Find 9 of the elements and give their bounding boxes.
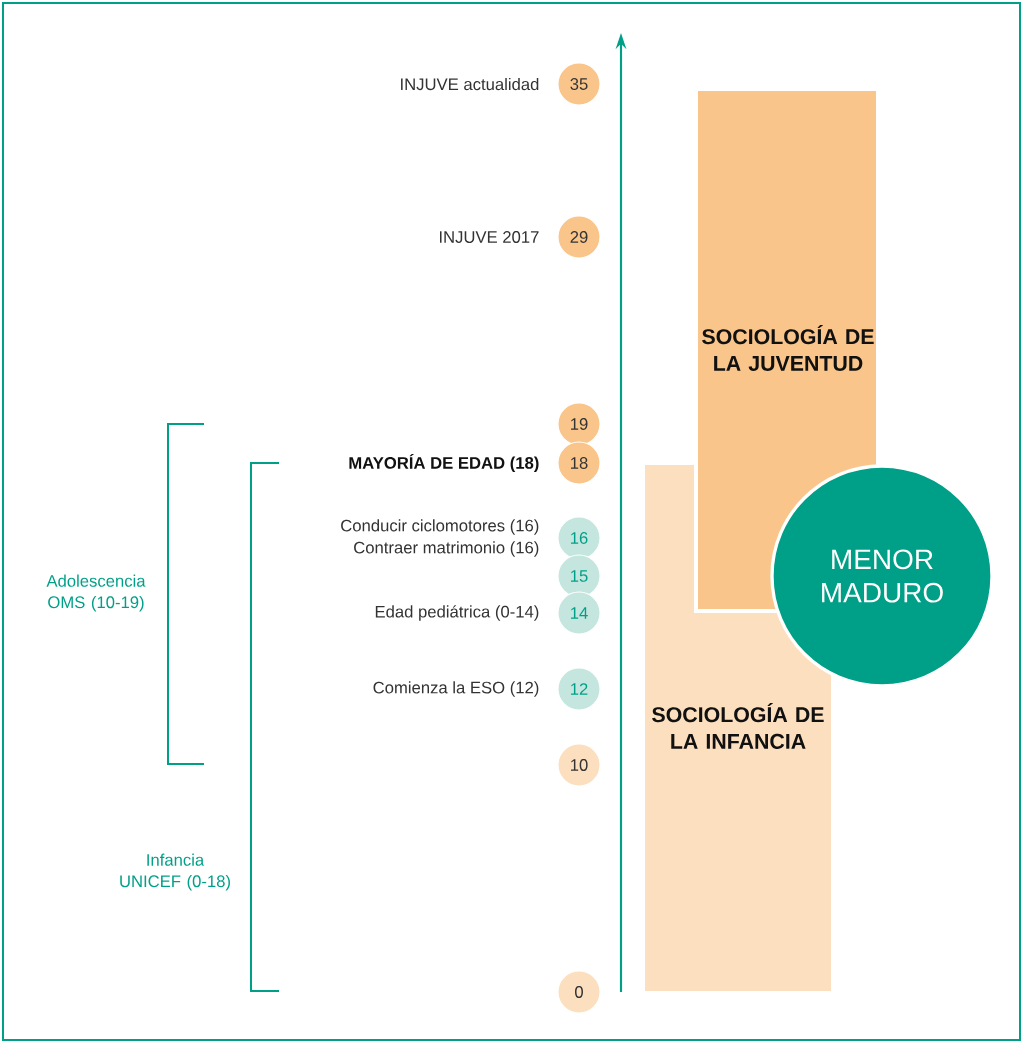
bracket-label: Adolescencia OMS (10-19) [46,574,146,612]
age-label: Edad pediátrica (0-14) [375,605,539,621]
age-label: INJUVE 2017 [439,231,539,243]
age-label: MAYORÍA DE EDAD (18) [349,453,539,473]
age-label: Conducir ciclomotores (16) [341,519,539,535]
age-label: Comienza la ESO (12) [373,681,539,697]
bracket-label: Infancia UNICEF (0-18) [120,853,230,891]
age-label: Contraer matrimonio (16) [354,541,539,557]
age-label: INJUVE actualidad [401,77,539,91]
